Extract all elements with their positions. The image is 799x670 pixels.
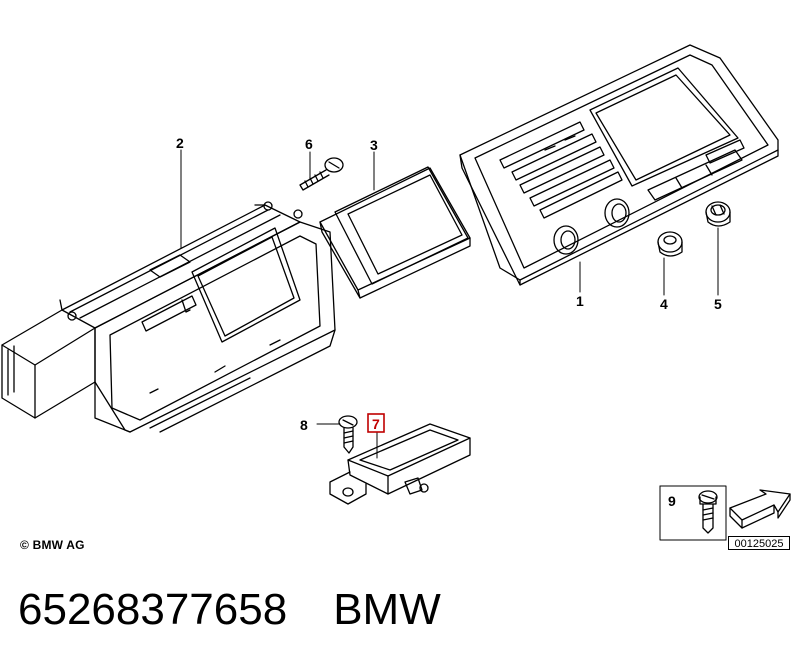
brand-name: BMW (333, 585, 441, 634)
footer-caption: 65268377658 BMW (18, 584, 441, 636)
part-1-faceplate (459, 44, 779, 286)
callout-9: 9 (668, 493, 676, 509)
part-7-module (329, 423, 471, 505)
part-9-frame (659, 485, 727, 541)
callout-4: 4 (660, 296, 668, 312)
part-8-screw (338, 415, 358, 454)
part-4-knob (657, 231, 683, 257)
arrow-symbol-icon (729, 489, 791, 529)
part-number: 65268377658 (18, 585, 288, 634)
callout-1: 1 (576, 293, 584, 309)
part-9-bolt (698, 490, 718, 534)
callout-6: 6 (305, 136, 313, 152)
part-5-knob (705, 201, 731, 227)
part-2-control-unit (1, 201, 336, 433)
callout-8: 8 (300, 417, 308, 433)
callout-3: 3 (370, 137, 378, 153)
part-3-display-module (319, 166, 471, 299)
callout-7: 7 (372, 416, 380, 432)
callout-7-box (367, 413, 385, 433)
part-6-screw (299, 157, 344, 191)
copyright-text: © BMW AG (20, 538, 85, 552)
leader-lines (180, 149, 719, 459)
callout-5: 5 (714, 296, 722, 312)
diagram-code: 00125025 (728, 536, 790, 550)
callout-2: 2 (176, 135, 184, 151)
